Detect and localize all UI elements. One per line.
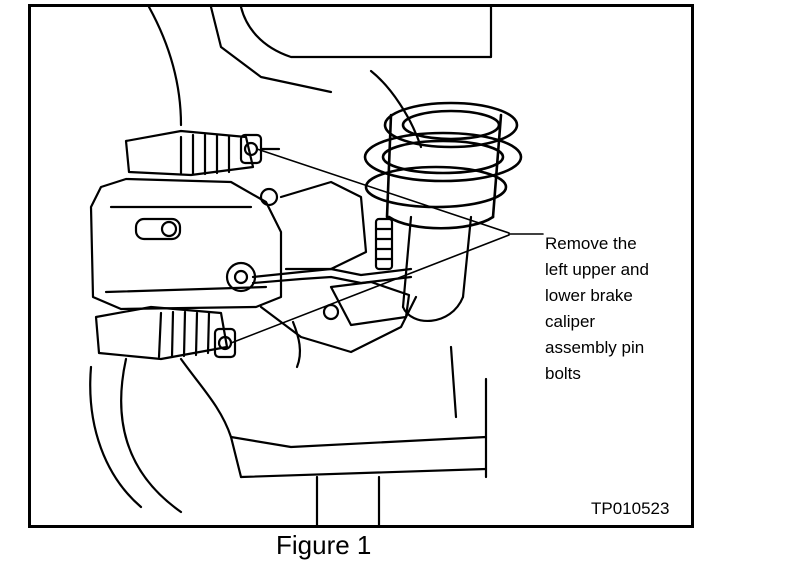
leader-line-upper: [256, 148, 510, 234]
coil-spring: [363, 101, 523, 230]
caliper-body: [89, 177, 283, 311]
leader-line-lower: [230, 234, 510, 344]
brake-hose: [251, 217, 413, 285]
brake-rotor: [89, 345, 488, 525]
callout-instruction: Remove the left upper and lower brake ca…: [545, 234, 649, 383]
upper-body-panel: [239, 7, 493, 59]
figure-caption: Figure 1: [276, 530, 372, 560]
upper-pin-bolt: [124, 129, 281, 177]
brake-caliper-illustration: [89, 7, 544, 525]
diagram-frame: Remove the left upper and lower brake ca…: [28, 4, 694, 528]
strut-outline-left: [147, 7, 183, 127]
lower-pin-bolt: [94, 305, 237, 361]
figure-id: TP010523: [591, 499, 670, 518]
